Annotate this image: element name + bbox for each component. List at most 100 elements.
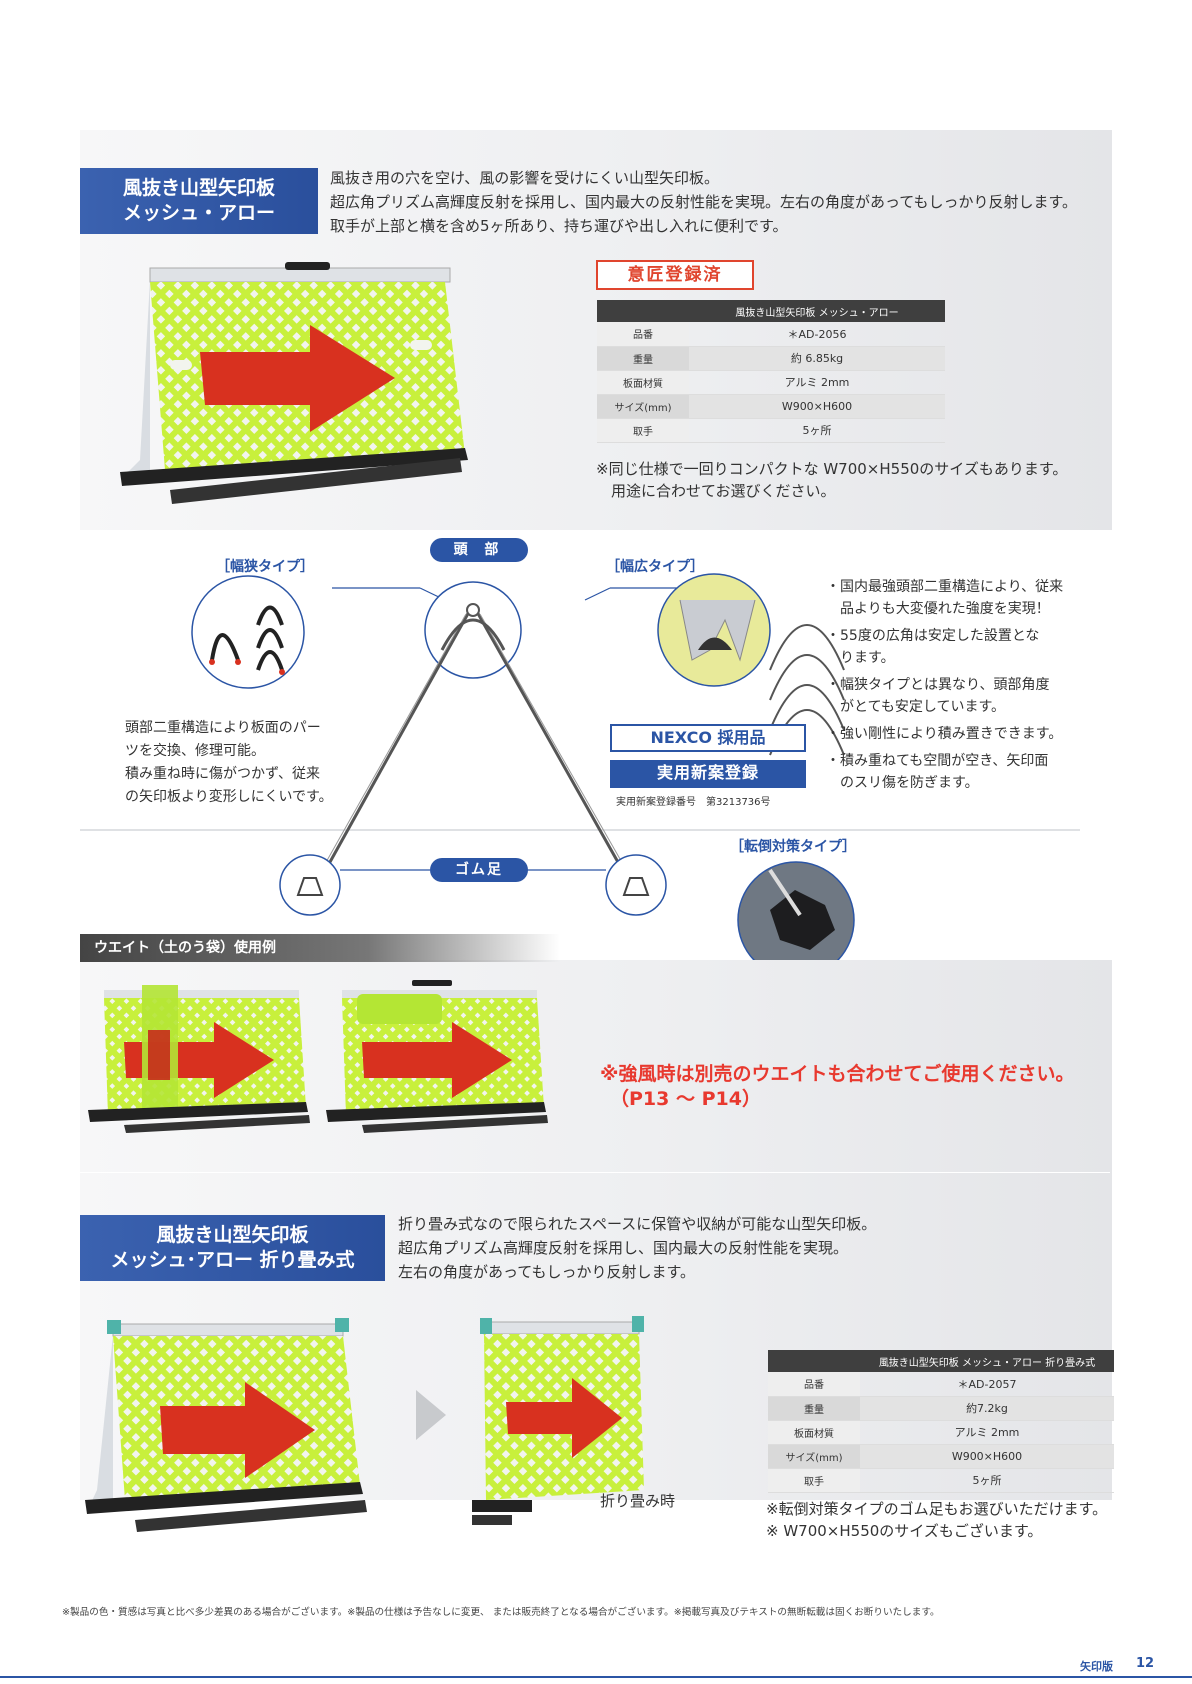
- spec-table-header: 風抜き山型矢印板 メッシュ・アロー 折り畳み式: [860, 1350, 1114, 1372]
- bullet-line: ・積み重ねても空間が空き、矢印面: [826, 753, 1049, 769]
- base-rail: [326, 1102, 546, 1122]
- footer-rule: [0, 1676, 1192, 1678]
- a-frame-right-leg: [474, 609, 630, 881]
- base-rail: [135, 1500, 367, 1532]
- hinge-cap: [632, 1316, 644, 1332]
- bullet-item: ・国内最強頭部二重構造により、従来 品よりも大変優れた強度を実現！: [826, 576, 1063, 620]
- nexco-badge: NEXCO 採用品: [610, 724, 806, 752]
- narrow-type-label: ［幅狭タイプ］: [216, 559, 314, 575]
- warning-line: （P13 ～ P14）: [610, 1088, 761, 1110]
- narrow-type-circle: [191, 575, 305, 689]
- section2-note: ※転倒対策タイプのゴム足もお選びいただけます。 ※ W700×H550のサイズも…: [766, 1498, 1107, 1542]
- stacked-bracket: [769, 684, 845, 731]
- folding-type-open-image: [85, 1318, 367, 1532]
- bullet-line: ・国内最強頭部二重構造により、従来: [826, 579, 1064, 595]
- utility-model-number: 実用新案登録番号 第3213736号: [616, 797, 771, 808]
- text-line: ツを交換、修理可能。: [125, 743, 265, 759]
- section1-title: 風抜き山型矢印板 メッシュ・アロー: [80, 168, 318, 234]
- sandbag: [357, 994, 442, 1024]
- table-row: 重量約7.2kg: [768, 1396, 1114, 1421]
- wide-type-label: ［幅広タイプ］: [606, 559, 704, 575]
- red-arrow: [160, 1382, 315, 1478]
- note-line: ※転倒対策タイプのゴム足もお選びいただけます。: [766, 1500, 1108, 1518]
- strong-wind-warning: ※強風時は別売のウエイトも合わせてご使用ください。 （P13 ～ P14）: [600, 1062, 1074, 1112]
- text-line: 頭部二重構造により板面のパー: [125, 720, 321, 736]
- footer-section-label: 矢印版: [1080, 1660, 1113, 1673]
- text-line: の矢印板より変形しにくいです。: [125, 789, 333, 805]
- side-handle: [410, 340, 432, 350]
- bullet-line: がとても安定しています。: [826, 699, 1006, 715]
- hinge-cap: [335, 1318, 349, 1332]
- leg-photo: [768, 868, 802, 917]
- top-frame: [112, 1323, 344, 1337]
- base-rail: [472, 1515, 512, 1525]
- head-detail-circle: [424, 581, 522, 679]
- bullet-line: ります。: [826, 650, 895, 666]
- wide-bracket-photo: [679, 599, 756, 662]
- narrow-bracket: [256, 628, 284, 649]
- bullet-line: ・強い剛性により積み置きできます。: [826, 726, 1063, 742]
- anti-tip-foot-photo: [770, 890, 835, 950]
- a-frame-right-leg: [479, 613, 633, 881]
- utility-model-badge: 実用新案登録: [610, 760, 806, 788]
- base-rail: [170, 458, 462, 504]
- head-frame: [440, 618, 506, 651]
- bracket-tip: [279, 669, 285, 675]
- base-rail: [472, 1500, 532, 1512]
- top-handle: [412, 980, 452, 986]
- top-frame: [104, 990, 299, 998]
- base-rail: [88, 1102, 308, 1122]
- section2-description: 折り畳み式なので限られたスペースに保管や収納が可能な山型矢印板。 超広角プリズム…: [398, 1212, 876, 1284]
- top-aluminum-frame: [149, 267, 451, 283]
- top-frame: [483, 1321, 640, 1335]
- weight-example-image-2: [326, 980, 548, 1133]
- section1-title-line2: メッシュ・アロー: [122, 202, 275, 224]
- spec-table-ad2057: 風抜き山型矢印板 メッシュ・アロー 折り畳み式 品番＊AD-2057 重量約7.…: [768, 1350, 1114, 1493]
- section1-title-line1: 風抜き山型矢印板: [122, 177, 275, 200]
- narrow-bracket: [256, 650, 284, 671]
- text-line: 積み重ね時に傷がつかず、従来: [125, 766, 321, 782]
- hinge-cap: [480, 1318, 492, 1334]
- weight-example-image-1: [88, 985, 310, 1133]
- side-handle: [170, 360, 192, 370]
- section2-title: 風抜き山型矢印板 メッシュ･アロー 折り畳み式: [80, 1215, 385, 1281]
- hinge-cap: [107, 1320, 121, 1334]
- bullet-line: 品よりも大変優れた強度を実現！: [826, 601, 1050, 617]
- page-number: 12: [1136, 1656, 1155, 1671]
- base-rail: [85, 1482, 363, 1514]
- note-line: 用途に合わせてお選びください。: [596, 482, 836, 500]
- footer-disclaimer: ※製品の色・質感は写真と比べ多少差異のある場合がございます。※製品の仕様は予告な…: [62, 1607, 940, 1618]
- bullet-item: ・幅狭タイプとは異なり、頭部角度 がとても安定しています。: [826, 674, 1063, 718]
- head-pill-label: 頭 部: [430, 538, 528, 562]
- bullet-item: ・強い剛性により積み置きできます。: [826, 723, 1063, 745]
- section-divider: [80, 1172, 1110, 1173]
- warning-line: ※強風時は別売のウエイトも合わせてご使用ください。: [600, 1063, 1075, 1085]
- narrow-bracket: [256, 605, 284, 626]
- bullet-item: ・55度の広角は安定した設置とな ります。: [826, 625, 1063, 669]
- bullet-item: ・積み重ねても空間が空き、矢印面 のスリ傷を防ぎます。: [826, 750, 1063, 794]
- bullet-line: のスリ傷を防ぎます。: [826, 775, 979, 791]
- section1-note: ※同じ仕様で一回りコンパクトな W700×H550のサイズもあります。 用途に合…: [596, 458, 1067, 502]
- feature-bullets: ・国内最強頭部二重構造により、従来 品よりも大変優れた強度を実現！ ・55度の広…: [826, 576, 1063, 799]
- rubber-foot-left-circle: [279, 854, 341, 916]
- table-row: 板面材質アルミ 2mm: [597, 370, 945, 395]
- table-row: サイズ(mm)W900×H600: [768, 1444, 1114, 1469]
- section2-title-line2: メッシュ･アロー 折り畳み式: [110, 1249, 355, 1271]
- base-rail: [120, 448, 468, 486]
- design-registered-badge: 意匠登録済: [596, 260, 754, 290]
- base-rail: [362, 1115, 548, 1133]
- section1-description: 風抜き用の穴を空け、風の影響を受けにくい山型矢印板。 超広角プリズム高輝度反射を…: [330, 166, 1077, 238]
- stacked-bracket: [769, 624, 845, 671]
- bracket-tip: [235, 659, 241, 665]
- bullet-line: ・55度の広角は安定した設置とな: [826, 628, 1040, 644]
- weight-usage-bar: ウエイト（土のう袋）使用例: [80, 934, 560, 962]
- rubber-foot: [296, 877, 324, 896]
- note-line: ※同じ仕様で一回りコンパクトな W700×H550のサイズもあります。: [596, 460, 1068, 478]
- head-structure-text: 頭部二重構造により板面のパー ツを交換、修理可能。 積み重ね時に傷がつかず、従来…: [125, 717, 333, 809]
- sandbag-strap: [148, 1030, 170, 1080]
- bracket-tip: [209, 659, 215, 665]
- section2-title-line1: 風抜き山型矢印板: [156, 1224, 309, 1247]
- stacked-bracket: [769, 654, 845, 701]
- back-panel: [125, 280, 150, 475]
